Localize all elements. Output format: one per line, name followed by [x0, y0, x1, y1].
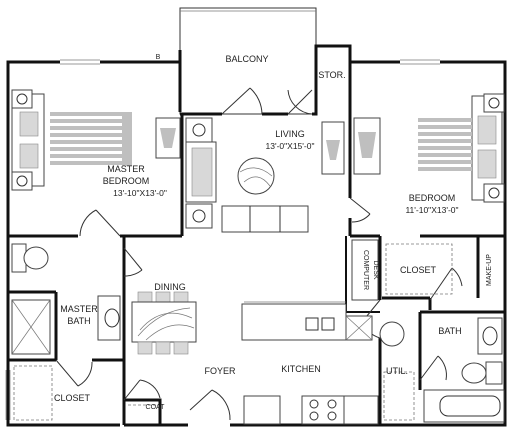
master-bath-fixtures	[11, 243, 121, 421]
bedroom-closet-label: CLOSET	[400, 265, 437, 275]
master-bedroom-label-1: MASTER	[107, 164, 145, 174]
master-bedroom-size: 13'-10"X13'-0"	[113, 188, 167, 198]
master-bed	[11, 89, 132, 191]
storage-label: STOR.	[318, 70, 345, 80]
dining-table	[131, 291, 197, 355]
kitchen-fixtures	[241, 301, 379, 425]
living-label: LIVING	[275, 129, 305, 139]
b-mark: B	[156, 54, 161, 61]
bedroom-size: 11'-10"X13'-0"	[405, 205, 458, 215]
walls	[6, 44, 507, 427]
computer-desk-label-2: DESK	[372, 260, 379, 279]
dining-label: DINING	[154, 282, 186, 292]
windows	[5, 59, 440, 420]
kitchen-label: KITCHEN	[281, 364, 321, 374]
utility-label: UTIL.	[386, 366, 408, 376]
utility-fixtures	[379, 321, 415, 421]
master-closet-label: CLOSET	[54, 393, 91, 403]
computer-desk-label-1: COMPUTER	[362, 250, 369, 290]
bedroom-bed	[418, 93, 505, 203]
living-furniture	[155, 117, 381, 233]
door-swings	[55, 87, 463, 421]
foyer-label: FOYER	[204, 366, 236, 376]
living-size: 13'-0"X15'-0"	[266, 141, 315, 151]
make-up-label: MAKE-UP	[486, 254, 493, 286]
balcony-label: BALCONY	[225, 54, 268, 64]
bath-label: BATH	[438, 326, 461, 336]
master-bedroom-label-2: BEDROOM	[103, 176, 150, 186]
master-bath-label-1: MASTER	[60, 304, 98, 314]
bedroom-closet	[351, 239, 453, 301]
master-bath-label-2: BATH	[67, 316, 90, 326]
coat-label: COAT	[146, 404, 166, 411]
bedroom-label: BEDROOM	[409, 193, 456, 203]
bath-fixtures	[423, 317, 505, 423]
